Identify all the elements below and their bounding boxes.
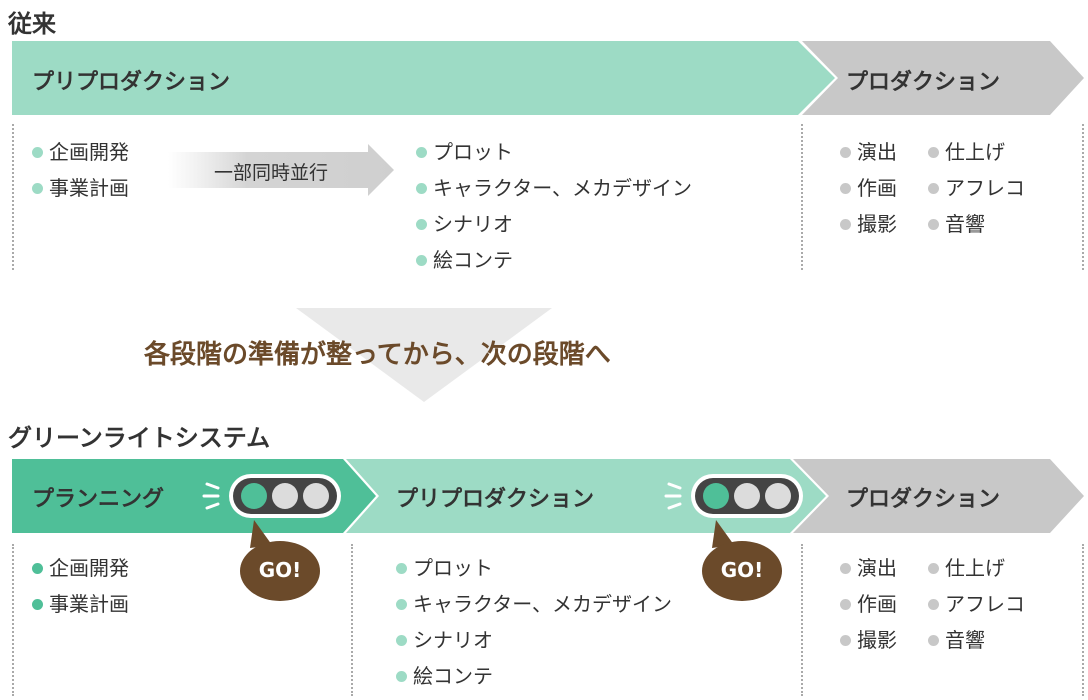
conventional-production-list-right: 仕上げ アフレコ 音響 bbox=[928, 134, 1025, 242]
list-item: プロット bbox=[416, 134, 692, 170]
list-item: 事業計画 bbox=[32, 170, 129, 206]
greenlight-planning-label: プランニング bbox=[32, 487, 165, 512]
greenlight-production-list-left: 演出 作画 撮影 bbox=[840, 550, 897, 658]
conventional-title: 従来 bbox=[8, 10, 56, 38]
go-label: GO! bbox=[720, 558, 764, 582]
list-item: 仕上げ bbox=[928, 134, 1025, 170]
go-bubble-icon bbox=[240, 520, 320, 601]
down-arrow bbox=[296, 308, 552, 402]
list-item: 作画 bbox=[840, 170, 897, 206]
greenlight-production-band bbox=[793, 459, 1084, 533]
list-item: 企画開発 bbox=[32, 134, 129, 170]
list-item: 事業計画 bbox=[32, 586, 129, 622]
list-item: 演出 bbox=[840, 134, 897, 170]
conventional-preproduction-list: プロット キャラクター、メカデザイン シナリオ 絵コンテ bbox=[416, 134, 692, 278]
divider bbox=[1082, 124, 1084, 270]
conventional-preproduction-label: プリプロダクション bbox=[32, 70, 231, 95]
list-item: 音響 bbox=[928, 622, 1025, 658]
traffic-light-icon bbox=[664, 474, 803, 518]
greenlight-title: グリーンライトシステム bbox=[8, 424, 271, 452]
divider bbox=[351, 544, 353, 696]
summary-text: 各段階の準備が整ってから、次の段階へ bbox=[144, 340, 611, 370]
list-item: 音響 bbox=[928, 206, 1025, 242]
list-item: キャラクター、メカデザイン bbox=[416, 170, 692, 206]
greenlight-production-label: プロダクション bbox=[846, 487, 1001, 512]
list-item: 仕上げ bbox=[928, 550, 1025, 586]
greenlight-production-list-right: 仕上げ アフレコ 音響 bbox=[928, 550, 1025, 658]
list-item: アフレコ bbox=[928, 586, 1025, 622]
divider bbox=[801, 124, 803, 270]
list-item: キャラクター、メカデザイン bbox=[396, 586, 672, 622]
list-item: 演出 bbox=[840, 550, 897, 586]
list-item: プロット bbox=[396, 550, 672, 586]
divider bbox=[12, 124, 14, 270]
list-item: アフレコ bbox=[928, 170, 1025, 206]
conventional-production-band bbox=[802, 41, 1084, 115]
list-item: 絵コンテ bbox=[396, 658, 672, 694]
divider bbox=[1082, 544, 1084, 696]
list-item: 撮影 bbox=[840, 206, 897, 242]
conventional-preproduction-band bbox=[12, 41, 835, 115]
greenlight-preproduction-list: プロット キャラクター、メカデザイン シナリオ 絵コンテ bbox=[396, 550, 672, 694]
divider bbox=[12, 544, 14, 696]
greenlight-preproduction-label: プリプロダクション bbox=[396, 487, 595, 512]
list-item: 絵コンテ bbox=[416, 242, 692, 278]
list-item: シナリオ bbox=[416, 206, 692, 242]
parallel-label: 一部同時並行 bbox=[214, 162, 329, 184]
conventional-production-list-left: 演出 作画 撮影 bbox=[840, 134, 897, 242]
list-item: シナリオ bbox=[396, 622, 672, 658]
conventional-production-label: プロダクション bbox=[846, 70, 1001, 95]
list-item: 企画開発 bbox=[32, 550, 129, 586]
traffic-light-icon bbox=[202, 474, 341, 518]
list-item: 撮影 bbox=[840, 622, 897, 658]
conventional-planning-list: 企画開発 事業計画 bbox=[32, 134, 129, 206]
go-bubble-icon bbox=[702, 520, 782, 601]
parallel-arrow bbox=[168, 144, 394, 196]
greenlight-planning-list: 企画開発 事業計画 bbox=[32, 550, 129, 622]
list-item: 作画 bbox=[840, 586, 897, 622]
divider bbox=[801, 544, 803, 696]
go-label: GO! bbox=[258, 558, 302, 582]
